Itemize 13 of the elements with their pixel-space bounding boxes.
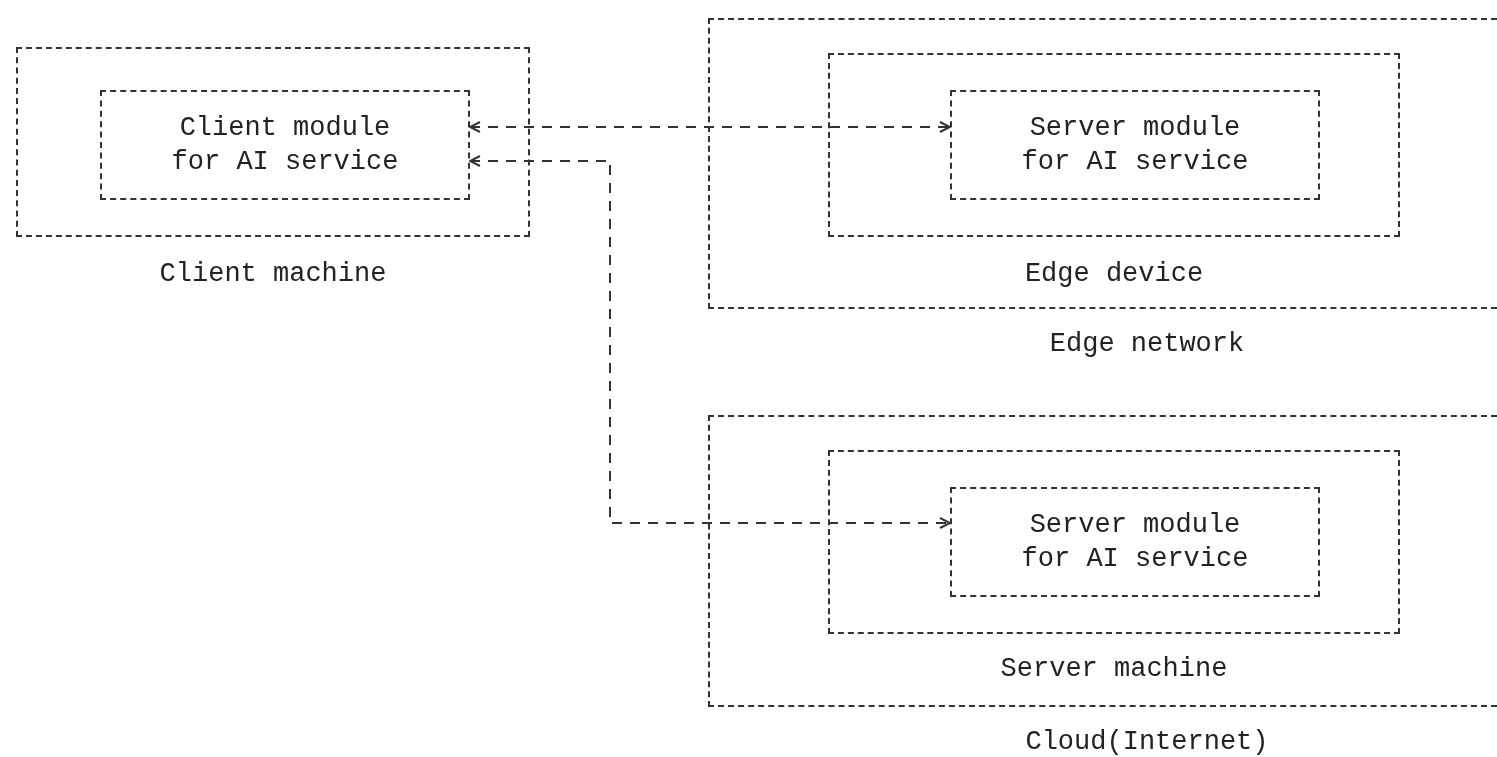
box-caption: Edge device [1023, 258, 1205, 291]
box-caption: Edge network [1048, 328, 1246, 361]
module-box [100, 90, 470, 200]
box-caption: Server machine [999, 653, 1229, 686]
connector-arrow [469, 121, 951, 133]
module-box [950, 90, 1320, 200]
box-caption: Cloud(Internet) [1024, 726, 1270, 757]
box-label: Server module for AI service [1020, 509, 1250, 576]
connector-arrow [469, 155, 951, 529]
box-label: Server module for AI service [1020, 112, 1250, 179]
box-label: Client module for AI service [170, 112, 400, 179]
module-box [950, 487, 1320, 597]
box-caption: Client machine [158, 258, 388, 291]
